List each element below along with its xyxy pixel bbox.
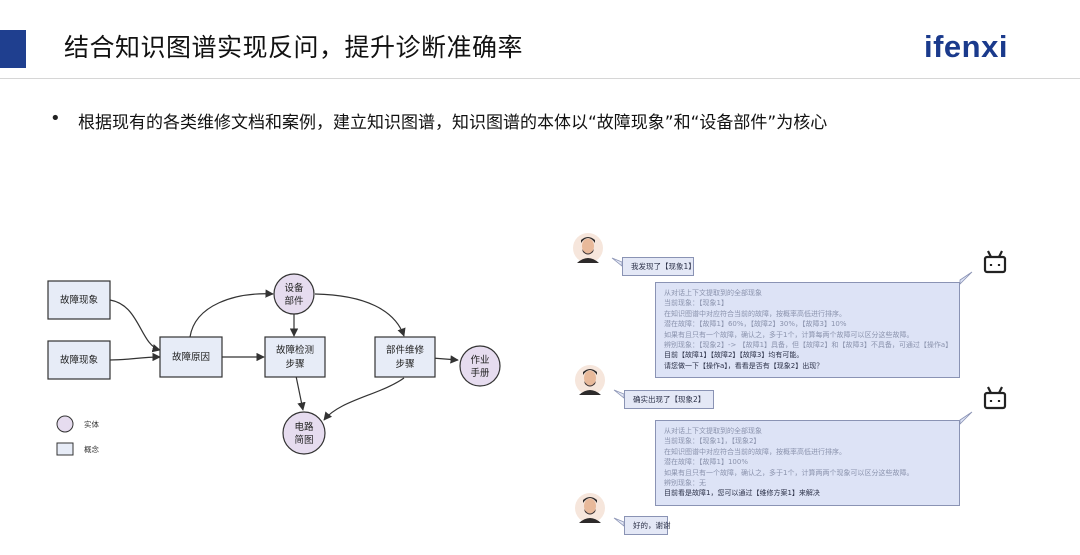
- label-cause: 故障原因: [172, 351, 210, 363]
- robot-icon: [983, 250, 1007, 274]
- label-detect-line2: 步骤: [285, 359, 304, 370]
- label-circuit-line2: 简图: [294, 434, 313, 446]
- bubble-tail: [959, 411, 973, 425]
- label-device-line1: 设备: [284, 282, 304, 294]
- label-device-line2: 部件: [284, 295, 304, 307]
- edge-cause-device: [189, 289, 274, 338]
- entity-node-manual: [459, 345, 501, 387]
- bot-message-line: 潜在故障：【故障1】60%，【故障2】30%，【故障3】10%: [664, 320, 847, 329]
- edge-detect-circuit: [295, 375, 306, 411]
- bubble-tail: [613, 389, 625, 399]
- bot-message-1: 从对话上下文提取到的全部现象当前现象：【现象1】在知识图谱中对应符合当前的故障，…: [655, 282, 960, 378]
- bot-message-line: 辨别现象：【现象2】-> 【故障1】具备，但【故障2】和【故障3】不具备，可通过…: [664, 341, 951, 350]
- label-repair-line1: 部件维修: [386, 344, 425, 356]
- entity-node-circuit: [282, 411, 326, 455]
- bot-message-line: 从对话上下文提取到的全部现象: [664, 427, 762, 435]
- user-avatar-icon: [575, 365, 605, 395]
- label-repair-line2: 步骤: [395, 359, 414, 370]
- label-detect-line1: 故障检测: [276, 344, 314, 356]
- label-symptom-2: 故障现象: [60, 354, 99, 366]
- legend-entity-label: 实体: [84, 419, 99, 429]
- bot-message-line: 如果有且只有一个故障，确认之，多于1个，计算两两个现象可以区分这些故障。: [664, 468, 914, 477]
- bot-message-line: 潜在故障：【故障1】100%: [664, 458, 748, 467]
- bubble-tail: [611, 257, 623, 267]
- user-message-2: 确实出现了【现象2】: [624, 390, 714, 409]
- title-accent-bar: [0, 30, 26, 68]
- edge-repair-manual: [431, 355, 459, 364]
- bot-message-line: 请您做一下【操作a】，看看是否有【现象2】出现？: [664, 361, 824, 370]
- bot-message-line: 辨别现象：无: [664, 479, 706, 488]
- user-avatar-icon: [573, 233, 603, 263]
- entity-node-device: [273, 273, 315, 315]
- label-symptom-1: 故障现象: [60, 294, 99, 306]
- label-circuit-line1: 电路: [294, 421, 314, 433]
- knowledge-graph-diagram: 故障现象 故障现象 故障原因 故障检测 步骤 部件维修 步骤 设备 部件 作业 …: [47, 273, 501, 456]
- user-avatar-icon: [575, 493, 605, 523]
- chat-illustrations: [573, 233, 1007, 527]
- page-title: 结合知识图谱实现反问，提升诊断准确率: [64, 33, 524, 62]
- legend-concept-label: 概念: [84, 444, 99, 454]
- bot-message-line: 从对话上下文提取到的全部现象: [664, 289, 762, 297]
- bot-message-line: 当前现象：【现象1】，【现象2】: [664, 437, 761, 446]
- label-manual-line1: 作业: [470, 354, 489, 366]
- bot-message-line: 目前【故障1】【故障2】【故障3】均有可能。: [664, 351, 804, 360]
- bullet-marker: •: [50, 108, 61, 129]
- concept-node-repair-steps: [374, 336, 436, 378]
- concept-node-detect-steps: [264, 336, 326, 378]
- edge-repair-circuit: [323, 377, 405, 421]
- bubble-tail: [959, 271, 973, 285]
- brand-logo: ifenxi: [924, 29, 1008, 64]
- robot-icon: [983, 386, 1007, 410]
- bot-message-2: 从对话上下文提取到的全部现象当前现象：【现象1】，【现象2】在知识图谱中对应符合…: [655, 420, 960, 506]
- concept-node-symptom-1: [47, 280, 111, 320]
- user-message-1: 我发现了【现象1】: [622, 257, 696, 276]
- title-divider: [0, 78, 1080, 79]
- edge-symptom1-cause: [109, 299, 161, 353]
- concept-node-cause: [159, 336, 223, 378]
- bot-message-line: 如果有且只有一个故障，确认之，多于1个，计算每两个故障可以区分这些故障。: [664, 330, 914, 339]
- concept-node-symptom-2: [47, 340, 111, 380]
- edge-symptom2-cause: [109, 352, 161, 362]
- bot-message-line: 在知识图谱中对应符合当前的故障，按概率高低进行排序。: [664, 309, 846, 318]
- label-manual-line2: 手册: [470, 367, 490, 379]
- bubble-tail: [613, 517, 625, 527]
- legend-entity-swatch: [56, 415, 74, 433]
- edge-device-repair: [314, 293, 406, 337]
- bot-message-line: 在知识图谱中对应符合当前的故障，按概率高低进行排序。: [664, 447, 846, 456]
- bullet-text: 根据现有的各类维修文档和案例，建立知识图谱，知识图谱的本体以“故障现象”和“设备…: [78, 113, 828, 133]
- bot-message-line: 当前现象：【现象1】: [664, 299, 728, 308]
- user-message-3: 好的，谢谢: [624, 516, 671, 535]
- legend-concept-swatch: [56, 442, 74, 456]
- bot-message-line: 目前看是故障1，您可以通过【维修方案1】来解决: [664, 489, 820, 498]
